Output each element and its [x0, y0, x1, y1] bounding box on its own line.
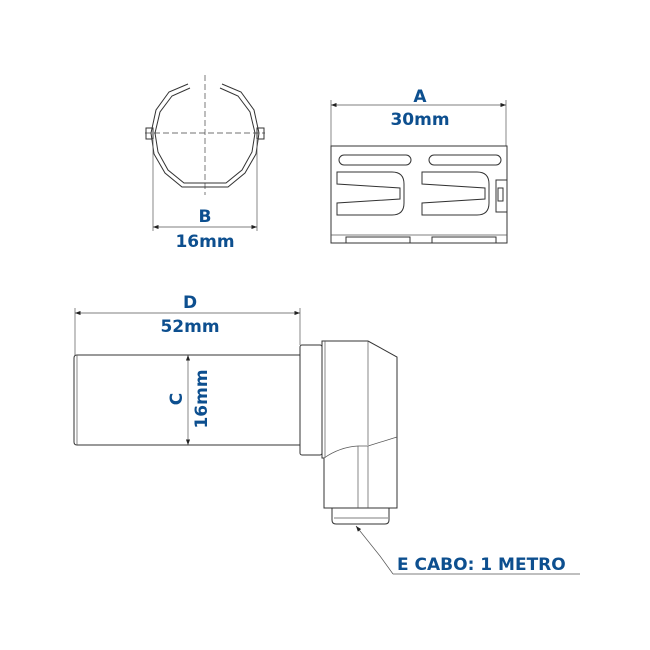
side-view: A 30mm	[330, 87, 508, 244]
dim-a-value: 30mm	[390, 110, 449, 130]
cable-leader-line	[355, 525, 394, 575]
cable-label: E CABO: 1 METRO	[397, 555, 566, 575]
front-view: B 16mm	[145, 75, 265, 252]
dim-b-value: 16mm	[175, 232, 234, 252]
dim-d-letter: D	[183, 293, 197, 313]
dim-c-value: 16mm	[192, 369, 212, 428]
dim-d-value: 52mm	[160, 317, 219, 337]
dim-b-letter: B	[199, 207, 212, 227]
motor-view: D 52mm C 16mm E CABO: 1 METRO	[73, 293, 580, 575]
dim-a-letter: A	[413, 87, 427, 107]
dim-c-letter: C	[167, 393, 187, 405]
